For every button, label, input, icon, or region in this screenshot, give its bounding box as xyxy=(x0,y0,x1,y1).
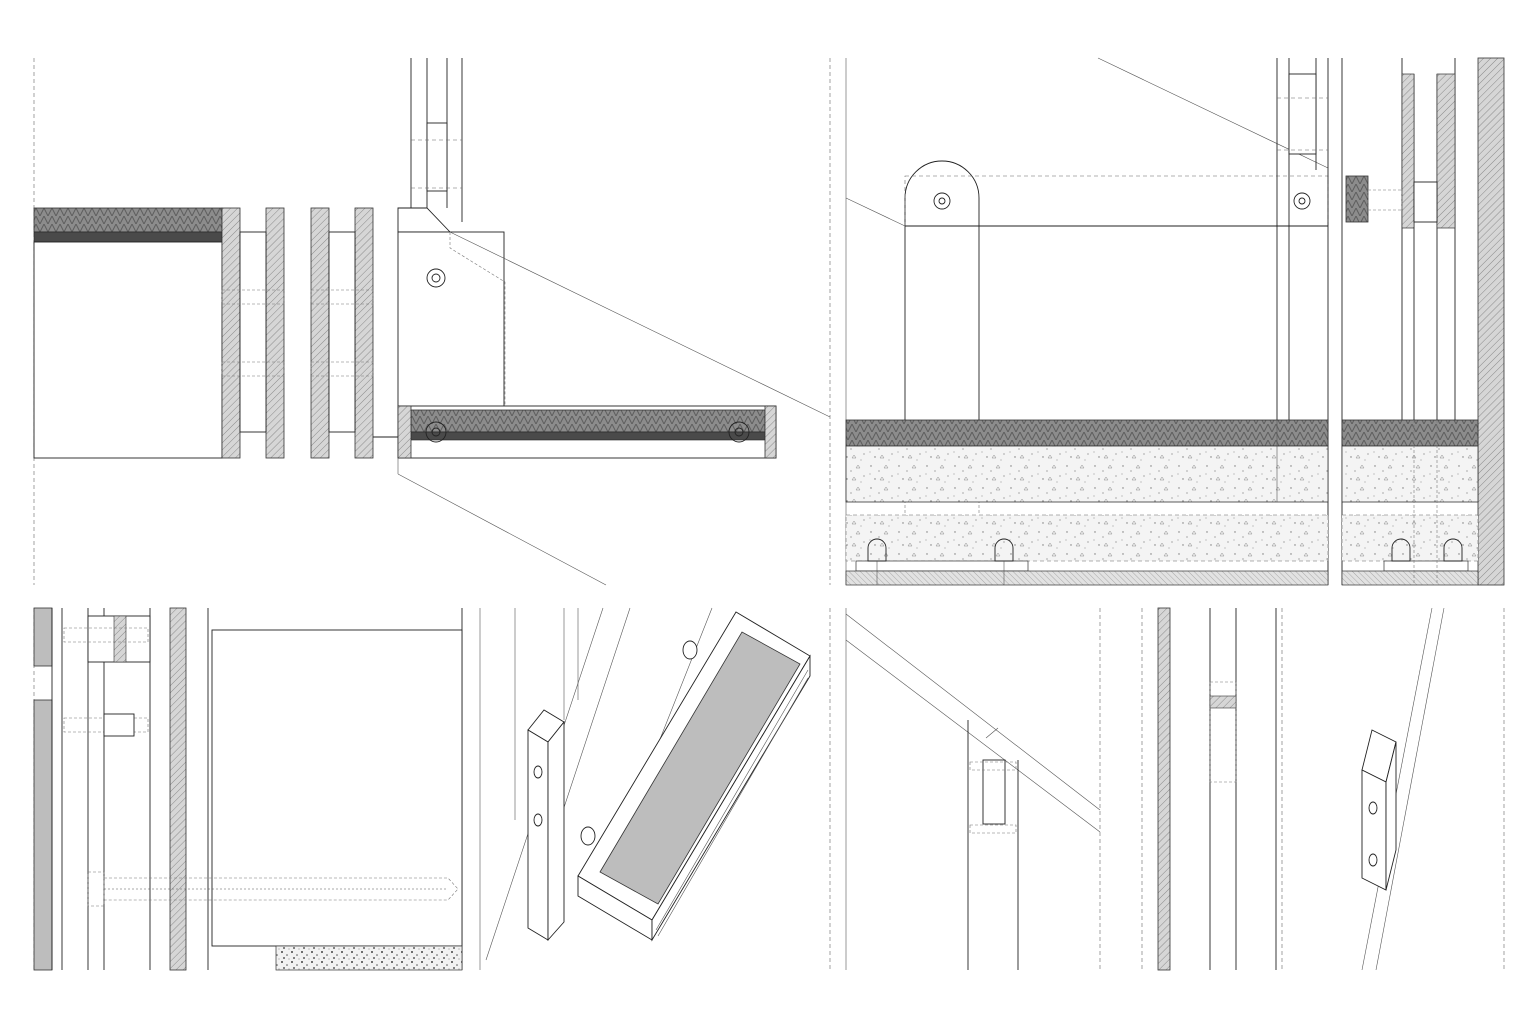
inclined-section-left-view xyxy=(829,608,1101,970)
fixing-detail-view xyxy=(33,607,463,971)
inclined-section-mid-view xyxy=(1141,607,1277,971)
axonometric-bracket-view xyxy=(479,607,811,970)
plan-corner-view xyxy=(33,58,831,586)
elevation-section-view xyxy=(829,57,1505,586)
inclined-section-right-view xyxy=(1281,607,1505,971)
